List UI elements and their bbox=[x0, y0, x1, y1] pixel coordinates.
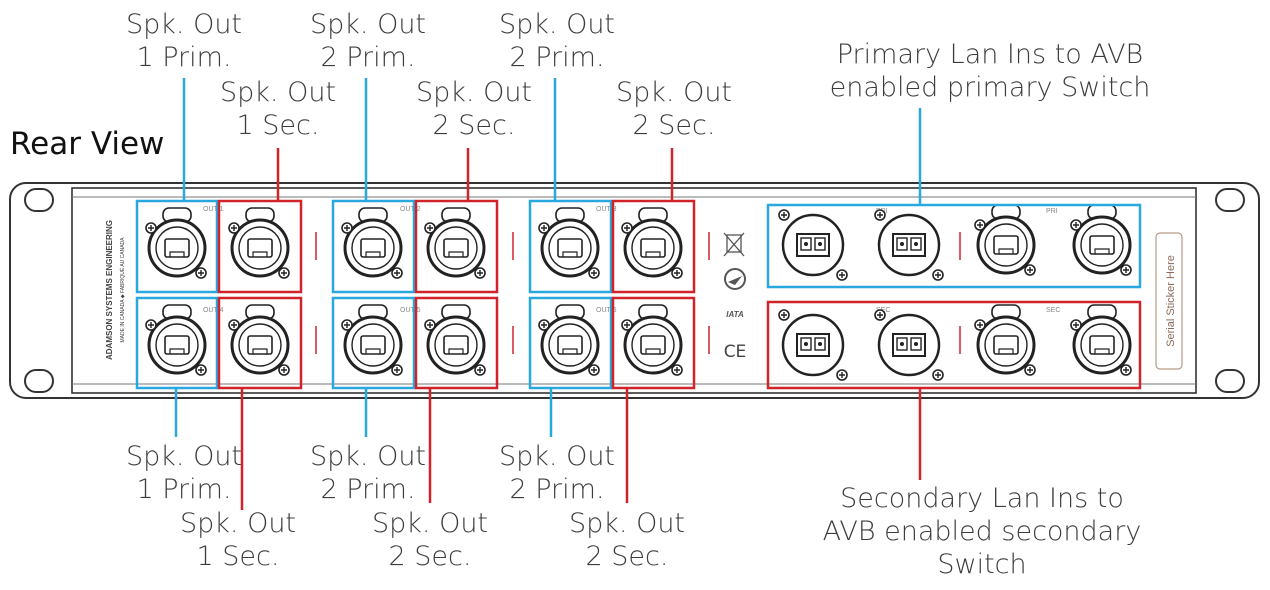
ethercon-connector bbox=[424, 207, 486, 279]
sec-tag-ethercon: SEC bbox=[1046, 307, 1060, 314]
pri-tag-ethercon: PRI bbox=[1046, 208, 1058, 215]
ethercon-connector bbox=[228, 304, 290, 376]
out-5-label: OUT 5 bbox=[400, 307, 421, 314]
ethercon-connector bbox=[341, 207, 403, 279]
box-out3-prim bbox=[528, 199, 613, 294]
ethercon-connector bbox=[145, 304, 207, 376]
box-out1-sec bbox=[217, 199, 303, 294]
out-6-label: OUT 6 bbox=[596, 307, 617, 314]
page-title: Rear View bbox=[10, 126, 165, 162]
mount-slot-top-right bbox=[1215, 188, 1245, 212]
serial-sticker bbox=[1155, 232, 1183, 370]
box-out4-sec bbox=[217, 296, 303, 390]
out-3-label: OUT 3 bbox=[596, 206, 617, 213]
fiber-connector bbox=[778, 309, 848, 381]
made-in-text: MADE IN CANADA ◆ FABRIQUÉ AU CANADA bbox=[119, 237, 126, 343]
ethercon-connector bbox=[974, 204, 1036, 276]
box-out5-prim bbox=[331, 296, 416, 390]
box-primary-lan bbox=[766, 203, 1142, 289]
box-secondary-lan bbox=[766, 300, 1142, 390]
ethercon-connector bbox=[974, 304, 1036, 376]
ethercon-connector bbox=[1070, 204, 1132, 276]
box-out1-prim bbox=[135, 199, 219, 294]
ethercon-connector bbox=[621, 207, 683, 279]
serial-sticker-text: Serial Sticker Here bbox=[1165, 255, 1177, 347]
fiber-connector bbox=[874, 309, 944, 381]
ce-mark-icon: CE bbox=[724, 342, 747, 362]
weee-bin-icon bbox=[723, 232, 745, 257]
ethercon-connector bbox=[621, 304, 683, 376]
group-dividers bbox=[315, 232, 961, 354]
ethercon-connector bbox=[145, 207, 207, 279]
ethercon-connector bbox=[341, 304, 403, 376]
brand-text: ADAMSON SYSTEMS ENGINEERING bbox=[105, 220, 114, 360]
mount-slot-bottom-left bbox=[24, 369, 54, 393]
no-fly-icon bbox=[724, 268, 746, 290]
box-out6-prim bbox=[528, 296, 613, 390]
box-out2-prim bbox=[331, 199, 416, 294]
iata-icon: IATA bbox=[726, 310, 744, 319]
ethercon-connector bbox=[538, 207, 600, 279]
mount-slot-top-left bbox=[24, 188, 54, 212]
ethercon-connector bbox=[424, 304, 486, 376]
ethercon-connector bbox=[1070, 304, 1132, 376]
mount-slot-bottom-right bbox=[1215, 369, 1245, 393]
fiber-connector bbox=[874, 209, 944, 281]
ethercon-connector bbox=[228, 207, 290, 279]
fiber-connector bbox=[778, 209, 848, 281]
box-out5-sec bbox=[414, 296, 499, 390]
box-out6-sec bbox=[611, 296, 696, 390]
ethercon-connector bbox=[538, 304, 600, 376]
ethercon-connectors bbox=[145, 204, 1132, 376]
box-out3-sec bbox=[611, 199, 696, 294]
out-2-label: OUT 2 bbox=[400, 206, 421, 213]
out-1-label: OUT 1 bbox=[203, 206, 224, 213]
box-out2-sec bbox=[414, 199, 499, 294]
fiber-connectors bbox=[778, 209, 944, 381]
out-4-label: OUT 4 bbox=[203, 307, 224, 314]
